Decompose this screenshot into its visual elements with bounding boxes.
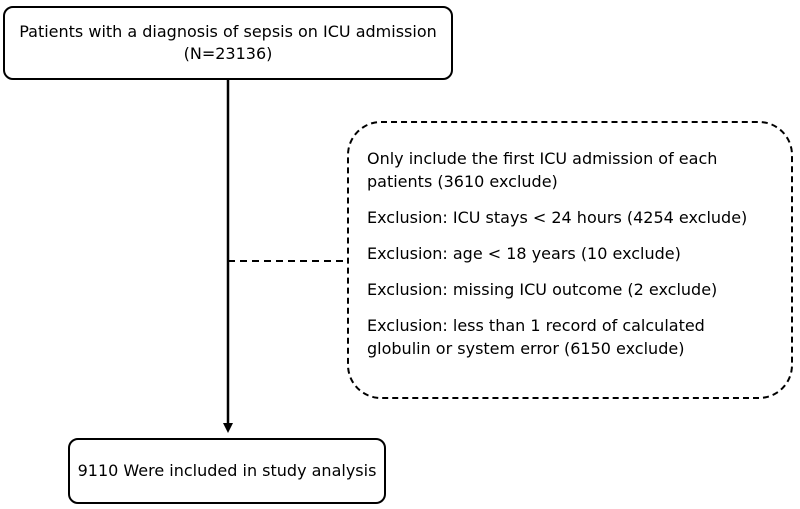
exclusion-missing-outcome: Exclusion: missing ICU outcome (2 exclud… xyxy=(367,278,781,301)
exclusion-text-line: Exclusion: ICU stays < 24 hours (4254 ex… xyxy=(367,208,748,227)
exclusion-text-line: globulin or system error (6150 exclude) xyxy=(367,339,685,358)
exclusion-age: Exclusion: age < 18 years (10 exclude) xyxy=(367,242,781,265)
exclusion-icu-stay: Exclusion: ICU stays < 24 hours (4254 ex… xyxy=(367,206,781,229)
exclusion-text-line: Only include the first ICU admission of … xyxy=(367,149,718,168)
exclusion-text-line: Exclusion: age < 18 years (10 exclude) xyxy=(367,244,681,263)
exclusion-text-line: patients (3610 exclude) xyxy=(367,172,558,191)
start-population-label: Patients with a diagnosis of sepsis on I… xyxy=(19,22,437,41)
start-population-count: (N=23136) xyxy=(183,44,273,63)
exclusion-globulin-record: Exclusion: less than 1 record of calcula… xyxy=(367,314,781,360)
final-cohort-label: 9110 Were included in study analysis xyxy=(77,461,377,480)
exclusion-criteria-box: Only include the first ICU admission of … xyxy=(347,121,793,399)
exclusion-text-line: Exclusion: less than 1 record of calcula… xyxy=(367,316,705,335)
exclusion-text-line: Exclusion: missing ICU outcome (2 exclud… xyxy=(367,280,718,299)
exclusion-first-admission: Only include the first ICU admission of … xyxy=(367,147,781,193)
start-population-box: Patients with a diagnosis of sepsis on I… xyxy=(3,6,453,80)
final-cohort-box: 9110 Were included in study analysis xyxy=(68,438,386,504)
